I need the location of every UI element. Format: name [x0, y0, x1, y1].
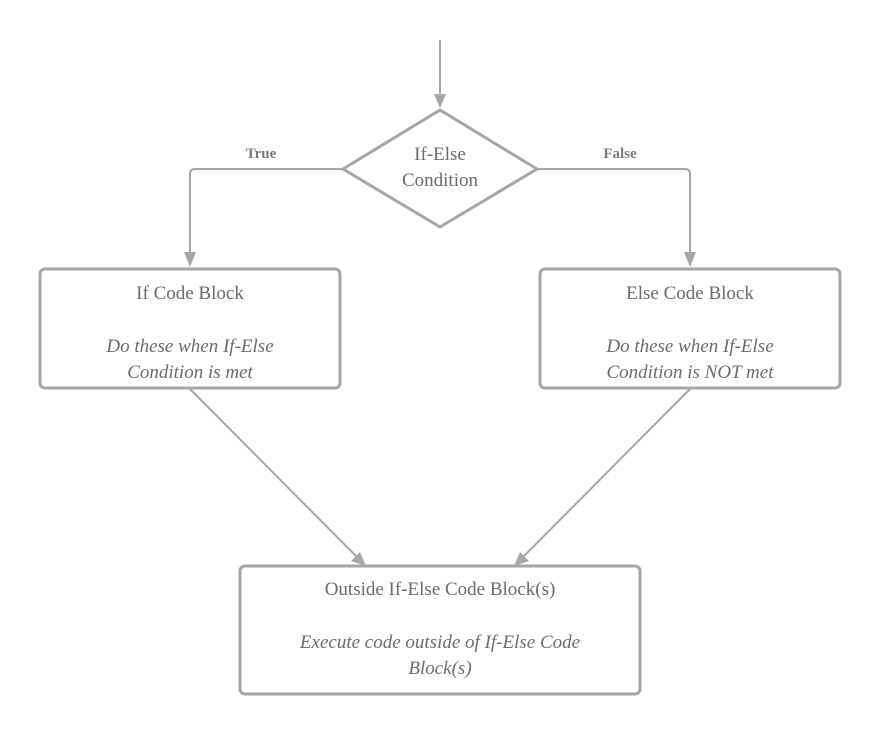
false-branch-arrow	[537, 168, 696, 267]
outside-block-desc-line-1: Execute code outside of If-Else Code	[299, 632, 580, 653]
false-label: False	[603, 146, 637, 162]
else-block-desc-line-2: Condition is NOT met	[607, 362, 775, 383]
if-code-block: If Code Block Do these when If-Else Cond…	[38, 267, 342, 390]
decision-line-2: Condition	[402, 170, 479, 191]
true-branch-arrow	[184, 168, 343, 267]
outside-code-block: Outside If-Else Code Block(s) Execute co…	[238, 564, 642, 696]
outside-block-desc-line-2: Block(s)	[408, 658, 471, 679]
if-block-title: If Code Block	[136, 283, 244, 304]
else-to-outside-arrow	[514, 388, 691, 566]
else-block-desc-line-1: Do these when If-Else	[605, 336, 773, 357]
if-block-desc-line-1: Do these when If-Else	[105, 336, 273, 357]
else-block-title: Else Code Block	[626, 283, 754, 304]
true-label: True	[246, 146, 277, 162]
if-block-desc-line-2: Condition is met	[127, 362, 253, 383]
entry-arrow	[434, 40, 446, 108]
else-code-block: Else Code Block Do these when If-Else Co…	[538, 267, 842, 390]
decision-line-1: If-Else	[414, 144, 466, 165]
if-to-outside-arrow	[189, 388, 366, 566]
outside-block-title: Outside If-Else Code Block(s)	[325, 579, 556, 600]
decision-node: If-Else Condition	[341, 108, 539, 229]
